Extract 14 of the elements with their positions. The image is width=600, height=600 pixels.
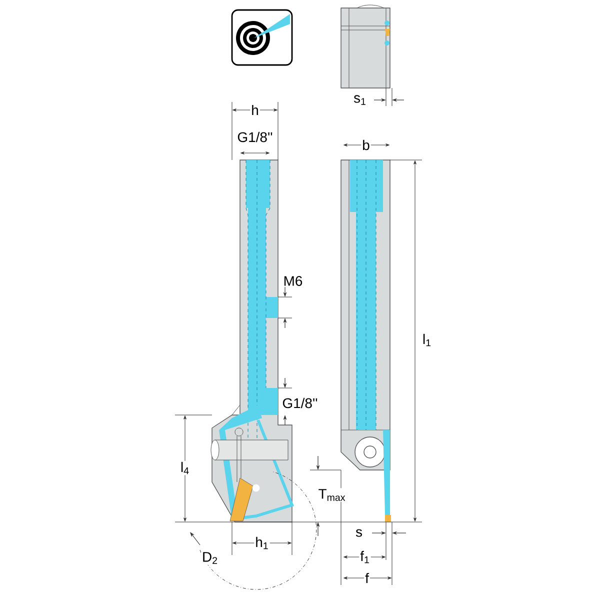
dimension-label: s [354,528,364,538]
dimension-label: G1/8'' [236,130,274,144]
dimension-label: s$_{1}$ [352,94,368,106]
dimension-label: D$_{2}$ [201,551,219,565]
dimension-label: b [361,138,371,152]
dimension-label: G1/8'' [281,396,319,410]
dimension-label: T$_{max}$ [317,488,347,502]
dimension-label: l$_{4}$ [180,460,191,476]
dimension-label: M6 [282,275,304,287]
dimension-label: h$_{1}$ [254,536,270,550]
dimension-label: f$_{1}$ [359,550,371,564]
dimension-label: h [250,104,260,116]
dimension-label: f [364,572,370,584]
dimension-label: l$_{1}$ [422,332,433,348]
